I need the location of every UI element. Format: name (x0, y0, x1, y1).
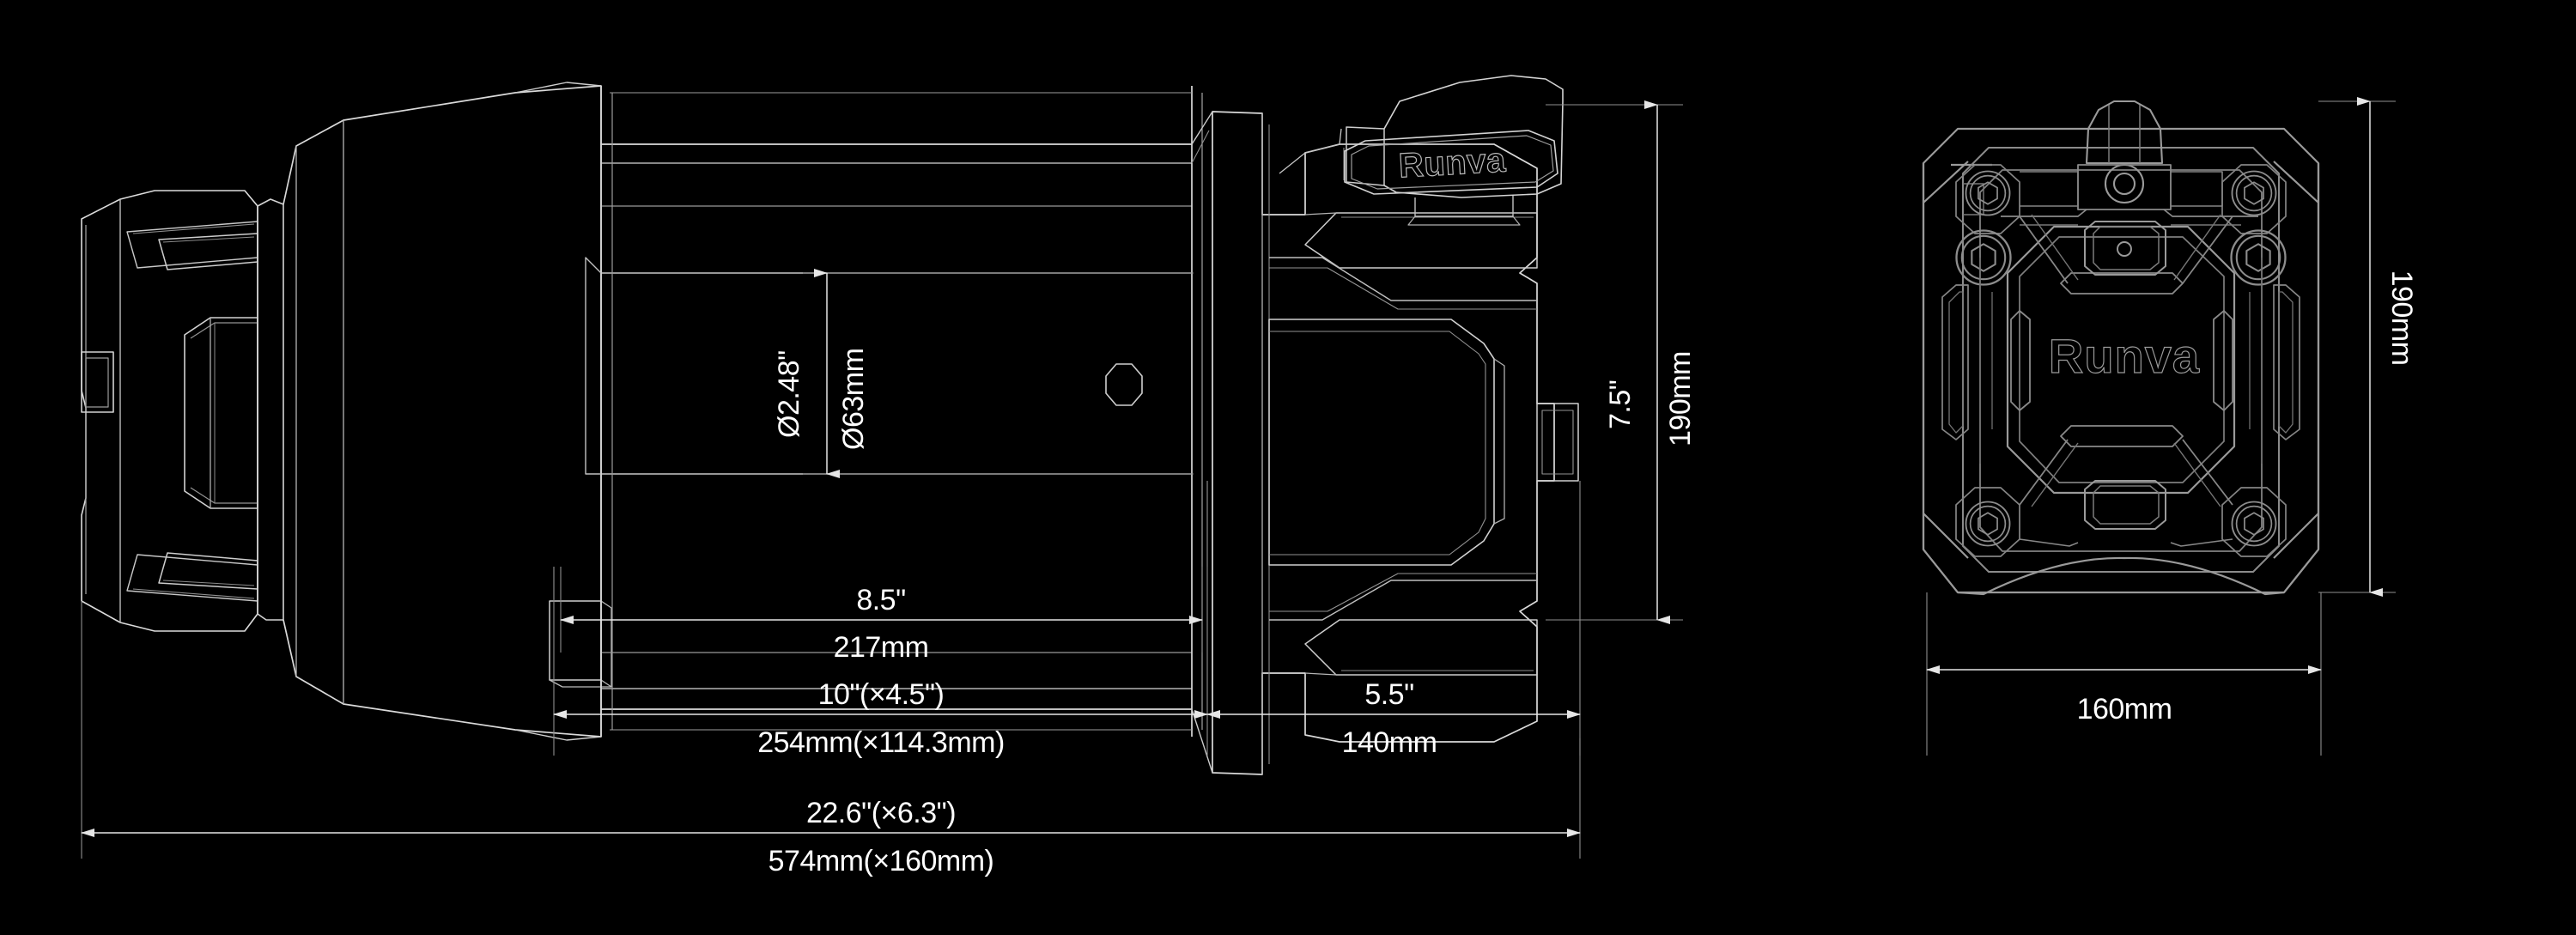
drum-diameter-metric: Ø63mm (837, 349, 870, 450)
motor-length-imperial: 5.5" (1364, 678, 1413, 711)
front-height-metric: 190mm (2385, 270, 2418, 366)
overall-height-imperial: 7.5" (1604, 380, 1637, 429)
overall-length-metric: 574mm(×160mm) (769, 845, 994, 877)
motor-length-metric: 140mm (1342, 726, 1437, 759)
drum-width-imperial: 8.5" (856, 584, 905, 616)
dimension-front-height: 190mm (2318, 97, 2418, 597)
overall-length-imperial: 22.6"(×6.3") (806, 797, 956, 829)
mount-pattern-imperial: 10"(×4.5") (818, 678, 945, 711)
overall-height-metric: 190mm (1664, 351, 1697, 446)
base-curve (1923, 549, 2319, 596)
dimension-overall-height: 7.5" 190mm (1546, 100, 1697, 624)
drum-diameter-imperial: Ø2.48" (773, 350, 805, 438)
dimension-front-width: 160mm (1926, 592, 2322, 756)
centerlines (553, 481, 1208, 601)
front-view-geometry (1922, 100, 2320, 596)
side-view-brand-logo: Runva (1398, 142, 1507, 185)
dimension-motor-length: 5.5" 140mm (1206, 481, 1581, 759)
dimension-drum-width: 8.5" 217mm (560, 567, 1203, 664)
dimension-drum-diameter: Ø2.48" Ø63mm (773, 269, 1194, 478)
drum-width-metric: 217mm (834, 631, 929, 664)
mount-pattern-metric: 254mm(×114.3mm) (757, 726, 1005, 759)
bottom-clamp (2084, 480, 2166, 530)
front-view-brand-logo: Runva (2049, 329, 2200, 383)
front-width-metric: 160mm (2077, 693, 2172, 726)
top-knob (2085, 100, 2164, 165)
top-clamp (2084, 221, 2166, 276)
dimension-overall-length: 22.6"(×6.3") 574mm(×160mm) (81, 601, 1581, 877)
